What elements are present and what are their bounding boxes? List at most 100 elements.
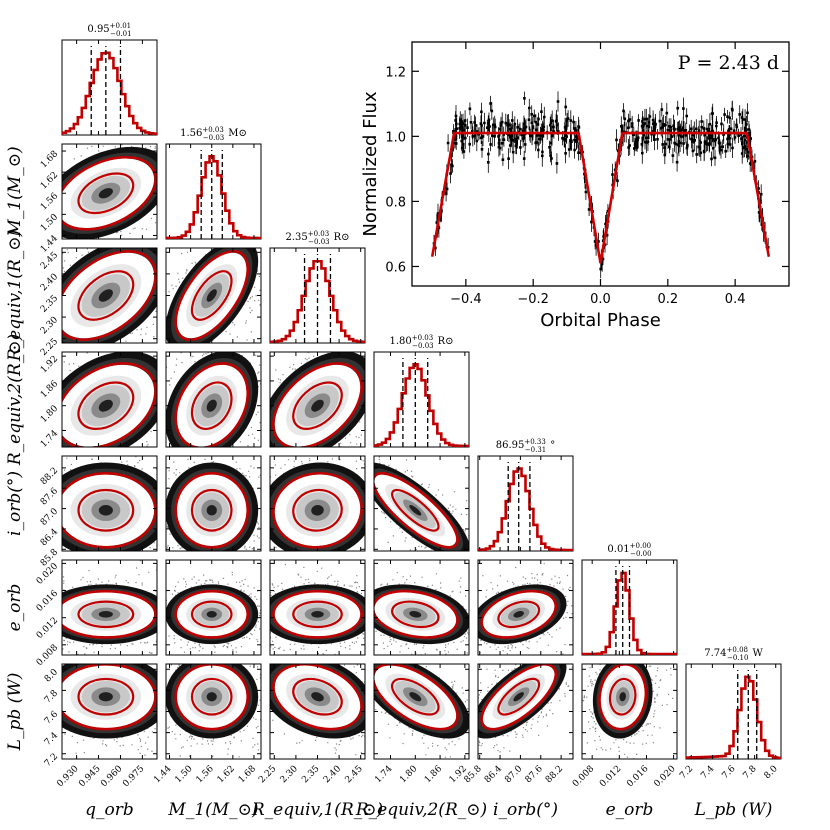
y-tick-label-m1: 1.68	[39, 149, 60, 170]
density-layer	[270, 560, 365, 655]
density-layer	[62, 664, 157, 756]
x-tick-label-r1: 2.45	[344, 764, 365, 785]
title-value: 86.95	[496, 440, 525, 451]
density-level	[513, 692, 524, 702]
lc-y-tick-label: 0.6	[385, 260, 406, 275]
y-tick-label-i: 88.2	[39, 466, 60, 487]
y-axis-label-l: L_pb (W)	[5, 673, 25, 752]
contour-inner	[77, 172, 135, 215]
density-level	[619, 692, 626, 702]
histogram-q	[62, 51, 157, 135]
contour-outer	[62, 155, 157, 231]
title-q: 0.95+0.01−0.01	[87, 22, 131, 38]
x-tick-label-r2: 1.86	[423, 764, 444, 785]
x-axis-label-e: e_orb	[606, 800, 654, 820]
y-tick-label-r1: 2.35	[39, 293, 60, 314]
density-panel-m1-i	[165, 455, 262, 552]
contour-inner	[77, 381, 135, 430]
density-layer	[166, 248, 261, 343]
histogram-e	[582, 571, 677, 655]
x-axis-label-r2: R_equiv,2(R_⊙)	[355, 800, 487, 820]
panel-frame-top	[61, 351, 158, 448]
title-minus: −0.01	[110, 30, 131, 38]
hist-panel-l	[685, 663, 782, 760]
lc-x-tick-label: 0.0	[590, 292, 611, 307]
title-plus: +0.08	[727, 646, 748, 654]
x-tick-label-i: 85.8	[463, 764, 484, 785]
title-e: 0.01+0.00−0.00	[607, 542, 651, 558]
density-level	[98, 188, 113, 199]
density-panel-i-l	[477, 663, 574, 760]
density-panel-q-e	[61, 559, 158, 656]
density-panel-r2-i	[373, 455, 470, 552]
density-level	[409, 505, 422, 516]
title-i: 86.95+0.33−0.31°	[496, 438, 556, 454]
panel-frame-top	[165, 455, 262, 552]
lc-x-tick-label: −0.2	[517, 292, 549, 307]
density-layer	[166, 352, 261, 447]
density-level	[206, 399, 217, 412]
contour-inner	[77, 677, 135, 716]
x-tick-label-q: 0.930	[55, 764, 80, 789]
title-minus: −0.03	[412, 342, 433, 350]
panel-frame-top	[373, 455, 470, 552]
x-axis-label-l: L_pb (W)	[694, 800, 773, 820]
density-panel-r1-l	[269, 663, 366, 760]
x-tick-label-r1: 2.30	[279, 764, 300, 785]
title-unit: M⊙	[228, 128, 247, 139]
contour-inner	[190, 270, 233, 321]
y-tick-label-l: 7.4	[43, 730, 60, 747]
density-level	[311, 692, 324, 702]
panel-frame	[269, 247, 366, 344]
light-curve-panel	[411, 41, 790, 287]
x-tick-label-e: 0.020	[652, 764, 677, 789]
title-plus: +0.01	[110, 22, 131, 30]
title-value: 0.01	[607, 544, 629, 555]
x-tick-label-q: 0.960	[99, 764, 124, 789]
lc-y-tick-label: 0.8	[385, 195, 406, 210]
density-panel-r2-e	[373, 559, 470, 656]
title-minus: −0.03	[308, 238, 329, 246]
y-tick-label-r1: 2.30	[39, 315, 60, 336]
density-level	[98, 611, 113, 618]
x-axis-label-m1: M_1(M_⊙)	[167, 800, 258, 820]
data-markers	[432, 97, 770, 271]
density-panel-m1-r1	[165, 247, 262, 344]
density-panel-m1-e	[165, 559, 262, 656]
density-layer	[270, 456, 365, 551]
title-value: 7.74	[704, 648, 726, 659]
density-panel-q-r1	[61, 247, 158, 344]
contour-outer	[62, 250, 157, 341]
x-tick-label-e: 0.008	[571, 764, 596, 789]
x-tick-label-r2: 1.80	[398, 764, 419, 785]
density-panel-q-i	[61, 455, 158, 552]
histogram-m1	[166, 155, 261, 239]
contour-inner	[391, 677, 440, 716]
title-unit: °	[550, 440, 555, 451]
density-layer	[374, 664, 469, 758]
lc-x-axis-label: Orbital Phase	[540, 310, 661, 331]
x-tick-label-q: 0.945	[77, 764, 102, 789]
title-unit: R⊙	[334, 232, 350, 243]
x-axis-label-i: i_orb(°)	[493, 800, 558, 820]
contour-inner	[292, 600, 343, 629]
density-layer	[166, 458, 261, 551]
x-tick-label-i: 87.6	[524, 764, 545, 785]
density-layer	[374, 572, 469, 655]
y-axis-label-m1: M_1(M_⊙)	[5, 146, 25, 237]
y-axis-label-e: e_orb	[5, 584, 25, 632]
density-level	[206, 611, 217, 618]
y-tick-label-r2: 1.92	[39, 354, 60, 375]
hist-panel-e	[581, 559, 678, 656]
hist-panel-r1	[269, 247, 366, 344]
contour-inner	[77, 488, 135, 532]
density-level	[311, 399, 324, 412]
x-axis-label-q: q_orb	[85, 800, 134, 820]
contour-outer	[272, 471, 363, 549]
density-layer	[270, 352, 365, 447]
y-tick-label-e: 0.016	[35, 588, 60, 613]
scatter-samples	[582, 664, 674, 759]
panel-frame-top	[61, 559, 158, 656]
contour-inner	[190, 600, 233, 629]
